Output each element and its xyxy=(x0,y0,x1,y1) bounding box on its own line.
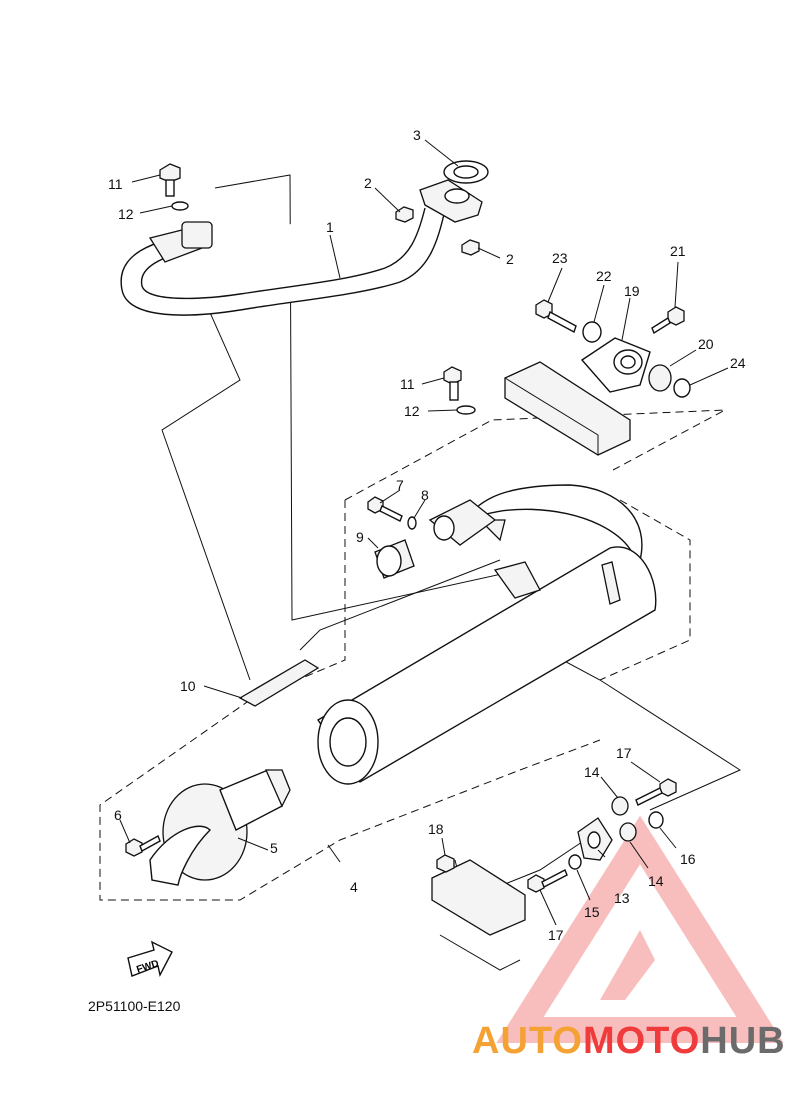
watermark-part-2: MOTO xyxy=(583,1020,700,1062)
gasket-plate xyxy=(238,659,320,707)
callout-1: 1 xyxy=(326,219,334,235)
watermark-part-3: HUB xyxy=(700,1020,785,1062)
callout-labels: 1 2 2 3 4 5 6 7 8 9 10 11 11 12 12 13 14… xyxy=(108,127,746,943)
callout-3: 3 xyxy=(413,127,421,143)
callout-19: 19 xyxy=(624,283,640,299)
pipe-clamp xyxy=(428,499,497,546)
bolt-17-upper xyxy=(635,778,677,806)
callout-14b: 14 xyxy=(648,873,664,889)
bolt-upper xyxy=(159,163,181,197)
callout-21: 21 xyxy=(670,243,686,259)
callout-16: 16 xyxy=(680,851,696,867)
washer-8 xyxy=(407,516,417,530)
callout-2b: 2 xyxy=(506,251,514,267)
callout-8: 8 xyxy=(421,487,429,503)
watermark-text: AUTOMOTOHUB xyxy=(472,1020,786,1062)
callout-12a: 12 xyxy=(118,206,134,222)
bolt-6 xyxy=(125,835,161,857)
spark-arrester xyxy=(149,769,291,886)
callout-10: 10 xyxy=(180,678,196,694)
flange-nut-lower xyxy=(461,239,480,256)
callout-18: 18 xyxy=(428,821,444,837)
callout-11b: 11 xyxy=(400,376,415,392)
callout-20: 20 xyxy=(698,336,714,352)
callout-12b: 12 xyxy=(404,403,420,419)
bolt-17-lower xyxy=(527,869,568,893)
leader-lines xyxy=(119,139,729,926)
callout-14a: 14 xyxy=(584,764,600,780)
callout-17b: 17 xyxy=(548,927,564,943)
callout-11a: 11 xyxy=(108,176,123,192)
callout-7: 7 xyxy=(396,477,404,493)
watermark-part-1: AUTO xyxy=(472,1020,583,1062)
collar-9 xyxy=(374,539,415,579)
callout-6: 6 xyxy=(114,807,122,823)
muffler xyxy=(317,484,657,785)
callout-23: 23 xyxy=(552,250,568,266)
exhaust-flange xyxy=(419,179,483,223)
washer-upper xyxy=(171,201,189,211)
bolt-mid xyxy=(443,366,462,401)
collar-14-lower xyxy=(619,822,637,842)
frame-bracket-lower xyxy=(431,859,526,971)
washer-15 xyxy=(568,854,582,870)
gasket xyxy=(443,160,489,184)
callout-9: 9 xyxy=(356,529,364,545)
callout-4: 4 xyxy=(350,879,358,895)
watermark-logo xyxy=(496,815,784,1043)
callout-5: 5 xyxy=(270,840,278,856)
nut-18 xyxy=(436,854,455,873)
callout-24: 24 xyxy=(730,355,746,371)
bolt-7 xyxy=(367,496,403,522)
damper-13 xyxy=(577,817,613,861)
muffler-bracket xyxy=(580,337,651,393)
collar-14-upper xyxy=(611,796,629,816)
bolt-21 xyxy=(651,306,685,335)
callout-17a: 17 xyxy=(616,745,632,761)
exhaust-pipe xyxy=(120,207,446,316)
bolt-23 xyxy=(535,299,577,334)
fwd-arrow-icon: FWD xyxy=(127,940,173,978)
flange-nut-upper xyxy=(395,206,414,223)
callout-2a: 2 xyxy=(364,175,372,191)
callout-15: 15 xyxy=(584,904,600,920)
washer-16 xyxy=(648,811,664,829)
washer-mid xyxy=(456,405,476,415)
collar-22 xyxy=(582,321,602,343)
frame-bracket-upper xyxy=(504,361,631,456)
collar-24 xyxy=(673,378,691,398)
callout-13: 13 xyxy=(614,890,630,906)
diagram-code: 2P51100-E120 xyxy=(88,998,181,1014)
damper-20 xyxy=(648,364,672,392)
callout-22: 22 xyxy=(596,268,612,284)
